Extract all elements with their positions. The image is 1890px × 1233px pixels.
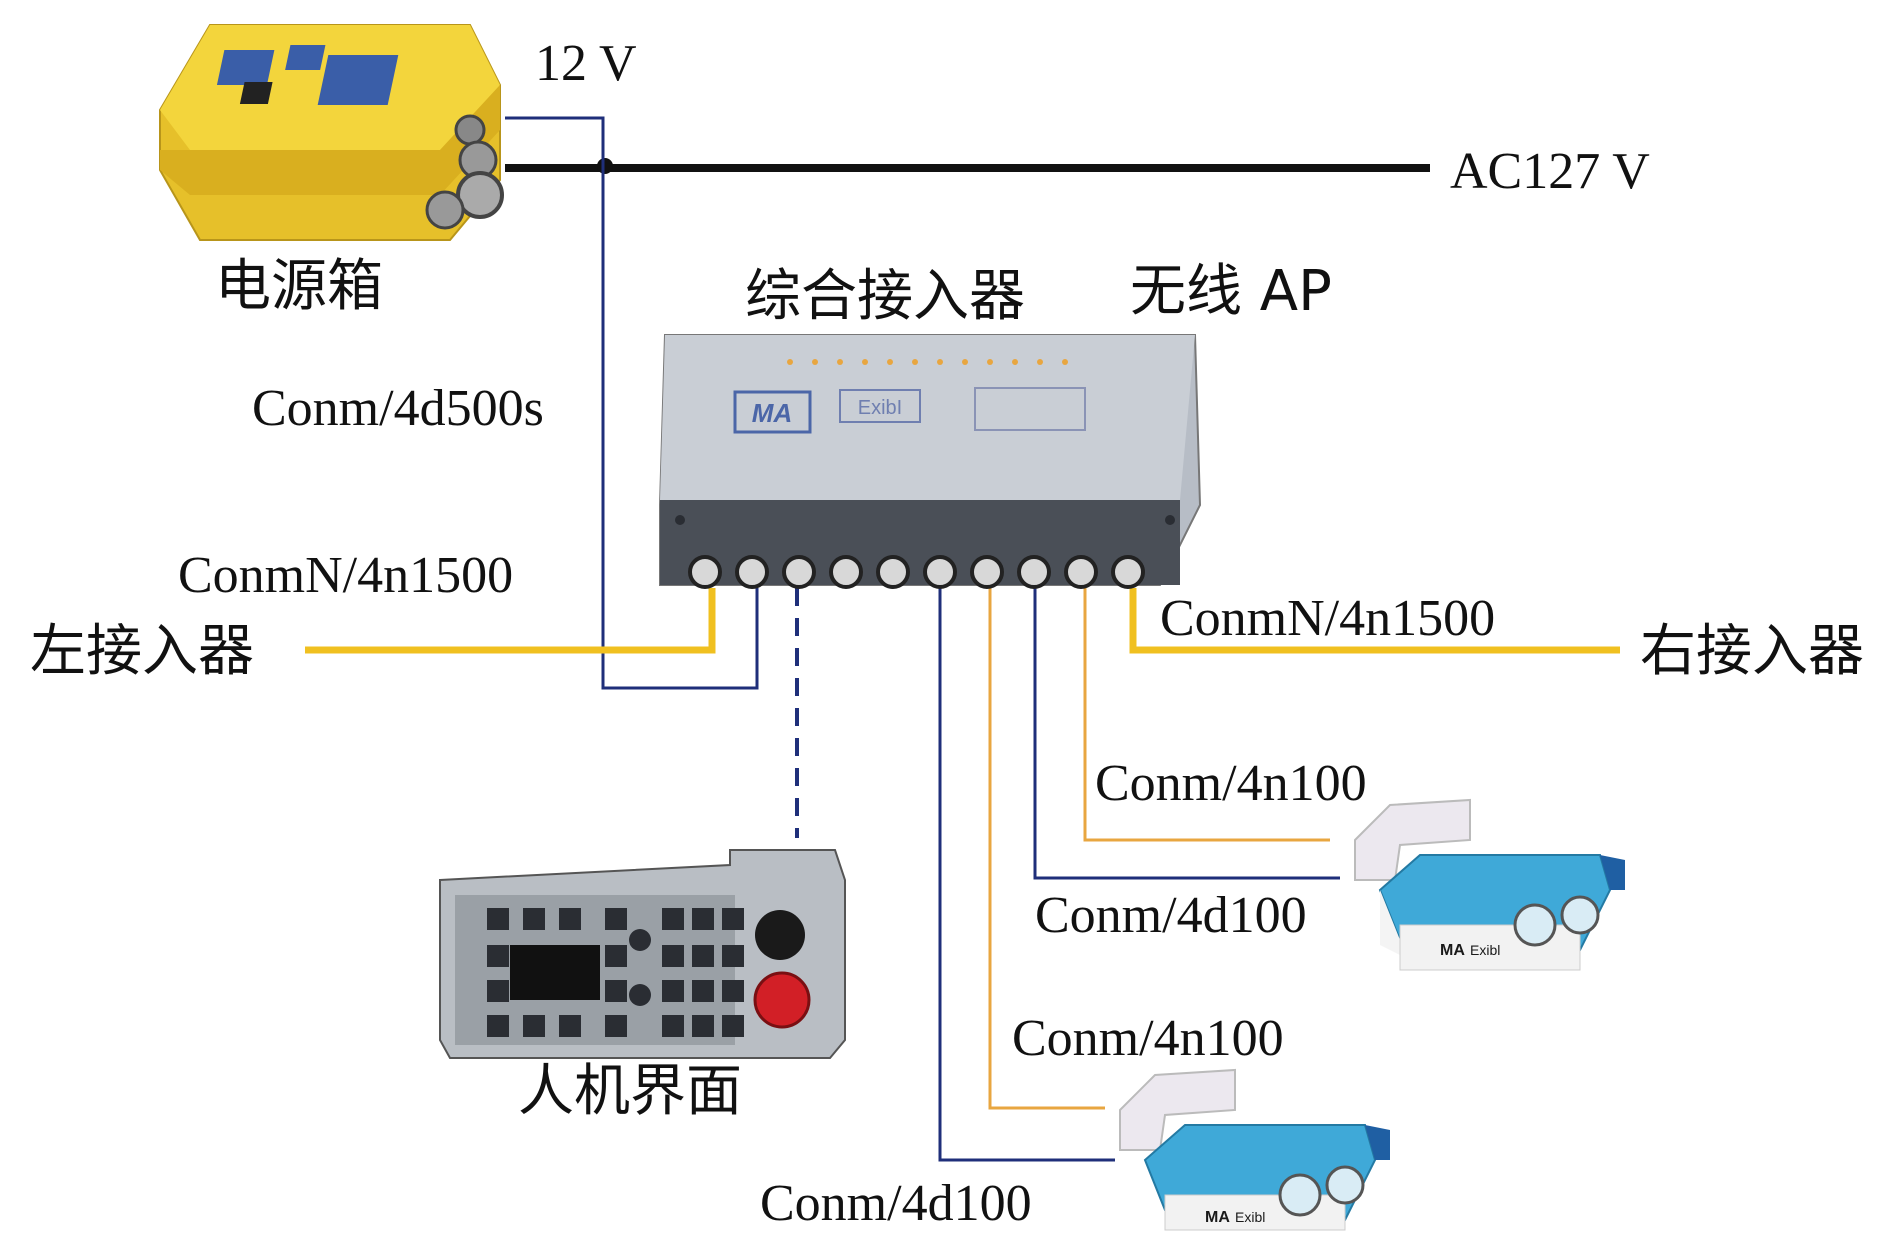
bottom-sensor-exibl: Exibl <box>1235 1209 1265 1225</box>
label-conmn-left: ConmN/4n1500 <box>178 547 513 604</box>
label-conm-4d100-top: Conm/4d100 <box>1035 887 1307 944</box>
hmi-panel <box>439 849 846 1059</box>
top-sensor-orange-wire <box>1083 588 1330 842</box>
label-right-access: 右接入器 <box>1640 619 1864 684</box>
bottom-sensor-ma: MA <box>1205 1209 1230 1226</box>
12v-blue-wire <box>505 116 759 690</box>
ma-logo <box>733 390 812 434</box>
bottom-sensor-orange-wire <box>988 588 1105 1110</box>
top-sensor-ma: MA <box>1440 942 1465 959</box>
integrated-access-device: MA ExibI <box>659 334 1202 589</box>
hmi-keypad <box>487 908 744 1037</box>
top-sensor-exibl: Exibl <box>1470 942 1500 958</box>
hmi-emergency-stop <box>753 971 811 1029</box>
bottom-sensor: MA Exibl <box>1119 1068 1390 1231</box>
label-power-box: 电源箱 <box>215 254 383 319</box>
exibi-badge <box>839 389 921 423</box>
bottom-sensor-blue-wire <box>938 588 1115 1162</box>
label-conm-4n100-top: Conm/4n100 <box>1095 755 1367 812</box>
right-yellow-wire <box>1129 588 1620 654</box>
label-conm-4n100-bottom: Conm/4n100 <box>1012 1010 1284 1067</box>
label-conmn-right: ConmN/4n1500 <box>1160 590 1495 647</box>
label-ac127v: AC127 V <box>1450 143 1650 200</box>
top-sensor: MA Exibl <box>1354 798 1625 971</box>
label-conm-4d100-bottom: Conm/4d100 <box>760 1175 1032 1232</box>
label-integrated-access: 综合接入器 <box>745 264 1025 329</box>
exibi-badge-text: ExibI <box>858 397 902 419</box>
nameplate <box>974 387 1086 431</box>
left-yellow-wire <box>305 588 716 654</box>
hmi-black-knob <box>755 910 805 960</box>
power-box <box>159 24 504 241</box>
wire-junction <box>597 158 613 174</box>
label-left-access: 左接入器 <box>30 619 254 684</box>
access-led-row <box>787 359 1068 365</box>
label-12v: 12 V <box>535 35 637 92</box>
label-wireless-ap: 无线 AP <box>1130 259 1332 324</box>
hmi-screen <box>510 945 600 1000</box>
top-sensor-blue-wire <box>1033 588 1340 880</box>
ma-logo-text: MA <box>752 398 792 428</box>
label-conm-4d500s: Conm/4d500s <box>252 380 544 437</box>
port-row <box>688 555 1145 589</box>
label-hmi: 人机界面 <box>518 1059 742 1124</box>
